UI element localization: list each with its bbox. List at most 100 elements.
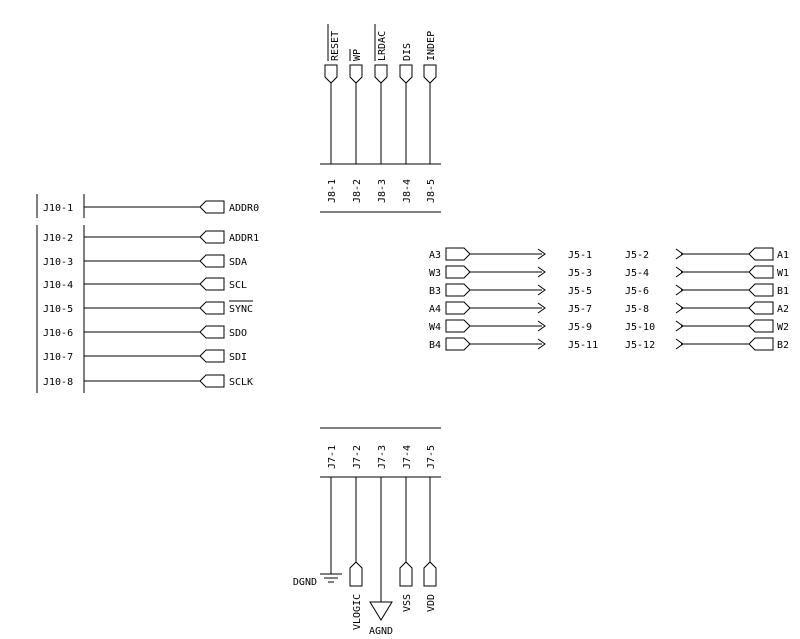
j8-pin-5: J8-5 [426, 179, 437, 203]
vdd-label: VDD [426, 594, 437, 612]
j10-pin-1: J10-1 [43, 203, 73, 214]
j10-pin-2: J10-2 [43, 233, 73, 244]
j5-left-plug-5 [537, 320, 546, 332]
j5-right-pin-2: J5-4 [625, 268, 649, 279]
j10-signal-8: SCLK [229, 377, 253, 388]
j10-signal-2: ADDR1 [229, 233, 259, 244]
j5-left-net-1: A3 [429, 250, 441, 261]
j8-signal-1: RESET [330, 31, 341, 61]
vdd-port [423, 561, 437, 587]
j10-pin-5: J10-5 [43, 304, 73, 315]
j5-left-plug-3 [537, 284, 546, 296]
j5-left-pin-1: J5-1 [568, 250, 592, 261]
j5-right-port-4 [748, 301, 774, 315]
j5-right-net-6: B2 [777, 340, 789, 351]
j8-pin-2: J8-2 [352, 179, 363, 203]
j8-pin-3: J8-3 [377, 179, 388, 203]
j5-right-net-2: W1 [777, 268, 789, 279]
vss-port [399, 561, 413, 587]
j10-signal-4: SCL [229, 280, 247, 291]
j5-left-pin-6: J5-11 [568, 340, 598, 351]
j10-pin-7: J10-7 [43, 352, 73, 363]
j5-left-pin-4: J5-7 [568, 304, 592, 315]
j5-left-port-3 [445, 283, 471, 297]
j10-port-2 [199, 230, 225, 244]
j5-right-net-1: A1 [777, 250, 789, 261]
j8-connector: RESET J8-1 WP J8-2 LRDAC J8-3 DIS J8-4 I… [320, 24, 441, 213]
j7-pin-4: J7-4 [402, 445, 413, 469]
dgnd-label: DGND [293, 577, 317, 588]
j10-connector: J10-1 ADDR0 J10-2 ADDR1 J10-3 SDA J10-4 … [36, 194, 259, 393]
j10-signal-1: ADDR0 [229, 203, 259, 214]
j5-right-pin-3: J5-6 [625, 286, 649, 297]
j5-right-net-5: W2 [777, 322, 789, 333]
j10-pin-3: J10-3 [43, 257, 73, 268]
j5-right-port-5 [748, 319, 774, 333]
j8-port-2 [349, 64, 363, 84]
j8-port-4 [399, 64, 413, 84]
agnd-ground-symbol [369, 601, 393, 621]
j5-right-pin-1: J5-2 [625, 250, 649, 261]
j5-right-pin-4: J5-8 [625, 304, 649, 315]
j5-connector: A3 J5-1 W3 J5-3 B3 J5-5 A4 J5-7 W4 J5-9 … [429, 247, 789, 351]
j8-pin-1: J8-1 [327, 179, 338, 203]
j10-port-7 [199, 349, 225, 363]
j5-left-pin-3: J5-5 [568, 286, 592, 297]
j5-left-port-5 [445, 319, 471, 333]
j10-port-5 [199, 301, 225, 315]
j10-port-4 [199, 277, 225, 291]
j8-port-5 [423, 64, 437, 84]
j7-pin-1: J7-1 [327, 445, 338, 469]
j8-port-1 [324, 64, 338, 84]
j5-left-net-5: W4 [429, 322, 441, 333]
j5-left-plug-4 [537, 302, 546, 314]
vlogic-label: VLOGIC [352, 594, 363, 630]
j10-pin-4: J10-4 [43, 280, 73, 291]
j10-port-8 [199, 374, 225, 388]
j10-signal-6: SDO [229, 328, 247, 339]
j8-signal-5: INDEP [426, 31, 437, 61]
j10-signal-5: SYNC [229, 304, 253, 315]
j5-left-port-6 [445, 337, 471, 351]
j10-signal-7: SDI [229, 352, 247, 363]
j10-port-3 [199, 254, 225, 268]
j5-left-pin-2: J5-3 [568, 268, 592, 279]
j5-left-plug-1 [537, 248, 546, 260]
j8-port-3 [374, 64, 388, 84]
vlogic-port [349, 561, 363, 587]
agnd-label: AGND [369, 626, 393, 637]
j7-connector: J7-1 J7-2 J7-3 J7-4 J7-5 DGND VLOGIC AGN… [293, 427, 441, 637]
j10-port-1 [199, 200, 225, 214]
j7-pin-2: J7-2 [352, 445, 363, 469]
j8-pin-4: J8-4 [402, 179, 413, 203]
j10-signal-3: SDA [229, 257, 247, 268]
j5-left-net-2: W3 [429, 268, 441, 279]
j5-left-net-3: B3 [429, 286, 441, 297]
j5-left-port-2 [445, 265, 471, 279]
j5-left-net-4: A4 [429, 304, 441, 315]
j5-right-pin-5: J5-10 [625, 322, 655, 333]
j5-left-plug-2 [537, 266, 546, 278]
j5-left-plug-6 [537, 338, 546, 350]
j8-signal-2: WP [352, 49, 363, 61]
j5-right-port-6 [748, 337, 774, 351]
j10-pin-6: J10-6 [43, 328, 73, 339]
j5-left-pin-5: J5-9 [568, 322, 592, 333]
j7-pin-5: J7-5 [426, 445, 437, 469]
j5-right-pin-6: J5-12 [625, 340, 655, 351]
j5-right-port-3 [748, 283, 774, 297]
j5-right-port-1 [748, 247, 774, 261]
dgnd-ground-symbol [320, 573, 342, 583]
j8-signal-3: LRDAC [377, 31, 388, 61]
j5-left-net-6: B4 [429, 340, 441, 351]
j5-right-net-3: B1 [777, 286, 789, 297]
j10-pin-8: J10-8 [43, 377, 73, 388]
j8-signal-4: DIS [402, 43, 413, 61]
j7-pin-3: J7-3 [377, 445, 388, 469]
j5-left-port-1 [445, 247, 471, 261]
vss-label: VSS [402, 594, 413, 612]
j5-left-port-4 [445, 301, 471, 315]
j10-port-6 [199, 325, 225, 339]
j5-right-port-2 [748, 265, 774, 279]
